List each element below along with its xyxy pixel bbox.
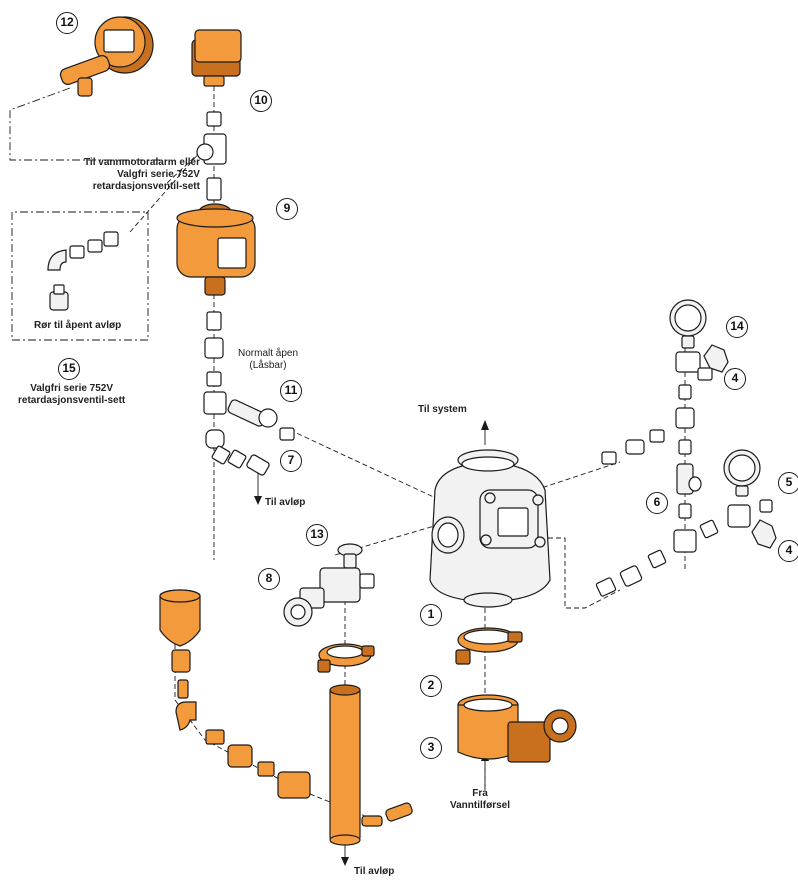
part-6-check-valve — [676, 463, 702, 495]
label-valgfri-serie: Valgfri serie 752V retardasjonsventil-se… — [18, 383, 125, 407]
fitting-r3 — [678, 439, 692, 455]
callout-12: 12 — [56, 12, 78, 34]
fitting-r-low4 — [699, 519, 719, 539]
callout-11: 11 — [280, 380, 302, 402]
callout-2: 2 — [420, 675, 442, 697]
part-11-alarm-valve — [227, 399, 295, 441]
callout-9: 9 — [276, 198, 298, 220]
label-til-avlop-bottom: Til avløp — [354, 866, 395, 877]
dash-line-main-left — [289, 429, 441, 501]
label-line: retardasjonsventil-sett — [92, 181, 200, 192]
fitting-nipple-f — [227, 449, 247, 469]
dash-line-frame-15 — [11, 211, 149, 341]
fitting-r4 — [678, 503, 692, 519]
label-line: (Låsbar) — [249, 360, 287, 371]
fitting-r5 — [673, 529, 697, 553]
part-1-main-valve — [429, 449, 551, 608]
dash-line-lower-drain — [174, 620, 381, 823]
part-14-gauge — [669, 299, 707, 349]
label-line: retardasjonsventil-sett — [18, 395, 126, 406]
part-8-main-drain-valve — [283, 567, 375, 627]
fitting-r-low2 — [619, 565, 643, 587]
callout-13: 13 — [306, 524, 328, 546]
label-normalt-apen: Normalt åpen (Låsbar) — [238, 348, 298, 372]
label-til-system: Til system — [418, 404, 467, 415]
callout-1: 1 — [420, 604, 442, 626]
fitting-r2 — [675, 407, 695, 429]
callout-4-upper: 4 — [724, 368, 746, 390]
callout-4-lower: 4 — [778, 540, 798, 562]
part-7-drain-restriction — [246, 454, 270, 476]
part-5-gauge — [723, 449, 761, 497]
fitting-elbow-lower — [205, 429, 225, 449]
fitting-nipple-c — [206, 311, 222, 331]
part-2-coupling — [455, 627, 523, 665]
part-10-pressure-switch — [191, 29, 242, 87]
label-line: Valgfri serie 752V — [117, 169, 200, 180]
label-line: Normalt åpen — [238, 348, 299, 359]
label-til-vannmotoralarm: Til vannmotoralarm eller Valgfri serie 7… — [84, 157, 200, 193]
callout-6: 6 — [646, 492, 668, 514]
callout-3: 3 — [420, 737, 442, 759]
fitting-tee-lower — [203, 391, 227, 415]
fitting-nipple-e — [211, 445, 231, 465]
part-4-gauge-valve-upper — [675, 344, 729, 381]
callout-14: 14 — [726, 316, 748, 338]
fitting-r-low1 — [595, 577, 617, 597]
fitting-union — [204, 337, 224, 359]
fitting-nipple-b — [206, 177, 222, 201]
dash-line-12-to-frame — [9, 87, 160, 161]
callout-10: 10 — [250, 90, 272, 112]
label-line: Valgfri serie 752V — [30, 383, 114, 394]
dash-line-right-bracket — [540, 537, 621, 609]
part-3-control-valve — [457, 694, 577, 763]
label-til-avlop-upper: Til avløp — [265, 497, 306, 508]
label-ror-til-apent-avlop: Rør til åpent avløp — [34, 320, 122, 331]
fitting-nipple-a — [206, 111, 222, 127]
label-line: Vanntilførsel — [450, 800, 511, 811]
callout-8: 8 — [258, 568, 280, 590]
label-line: Fra — [472, 788, 488, 799]
callout-5: 5 — [778, 472, 798, 494]
label-line: Til vannmotoralarm eller — [84, 157, 200, 168]
part-4-gauge-valve-lower — [727, 499, 777, 549]
fitting-r-left1 — [601, 451, 617, 465]
coupling-upper-pipe — [317, 643, 375, 673]
label-fra-vanntilforsel: Fra Vanntilførsel — [450, 788, 510, 812]
part-15-retard-kit — [47, 231, 119, 311]
part-13-gauge-valve-top — [337, 543, 363, 569]
part-12-alarm-housing — [59, 16, 154, 97]
dash-line-elbow-to-tee — [129, 151, 201, 233]
fitting-nipple-d — [206, 371, 222, 387]
callout-7: 7 — [280, 450, 302, 472]
fitting-r-left3 — [649, 429, 665, 443]
callout-15: 15 — [58, 358, 80, 380]
drain-pipe-vertical — [329, 684, 361, 846]
dash-line-tee-to-trim — [164, 151, 201, 186]
fitting-r-low3 — [647, 549, 667, 569]
fitting-r-left2 — [625, 439, 645, 455]
lower-drain-assembly — [159, 589, 413, 827]
part-9-retard-chamber — [176, 203, 256, 296]
fitting-r1 — [678, 384, 692, 400]
